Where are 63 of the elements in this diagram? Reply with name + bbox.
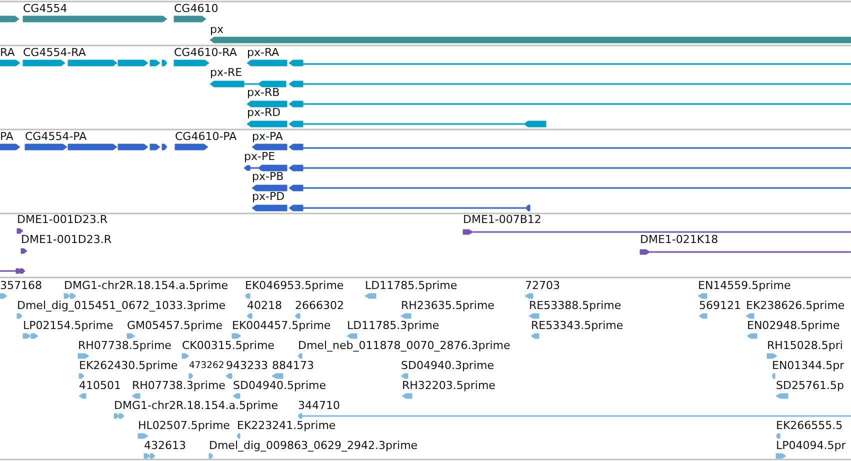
feature-label: 344710	[298, 400, 340, 412]
feature-label: EK266555.5	[776, 420, 843, 432]
feature-label: PA	[0, 131, 14, 143]
feature-label: CG4554-PA	[25, 131, 87, 143]
feature-label: Dmel_dig_009863_0629_2942.3prime	[209, 440, 418, 452]
feature-label: CG4554-RA	[23, 47, 86, 59]
feature-label: HL02507.5prime	[138, 420, 230, 432]
feature-label: RE53388.5prime	[529, 300, 622, 312]
feature-label: RH32203.5prime	[402, 380, 496, 392]
feature-label: 943233	[226, 360, 268, 372]
feature-label: EN01344.5pr	[772, 360, 844, 372]
feature-label: px-RB	[247, 87, 280, 99]
feature-label: LD11785.5prime	[365, 280, 458, 292]
feature-label: 473262	[189, 360, 224, 372]
feature-label: Dmel_neb_011878_0070_2876.3prime	[298, 340, 510, 352]
feature-label: RH07738.3prime	[132, 380, 226, 392]
feature-label: 357168	[0, 280, 42, 292]
feature-label: DME1-021K18	[640, 234, 718, 246]
feature-label: 884173	[272, 360, 314, 372]
feature-label: EK262430.5prime	[79, 360, 178, 372]
feature-label: 72703	[525, 280, 560, 292]
feature-label: 40218	[247, 300, 282, 312]
feature-label: EK238626.5prime	[746, 300, 845, 312]
feature-label: px-PE	[244, 151, 276, 163]
feature-label: DME1-001D23.R	[17, 214, 108, 226]
feature-label: EK223241.5prime	[237, 420, 336, 432]
feature-label: RH15028.5pri	[767, 340, 843, 352]
feature-label: EK046953.5prime	[245, 280, 344, 292]
feature-label: px-RD	[247, 107, 281, 119]
feature-label: CG4554	[23, 3, 68, 15]
feature-label: px-PD	[252, 191, 285, 203]
feature-label: 410501	[79, 380, 121, 392]
feature-label: Dmel_dig_015451_0672_1033.3prime	[17, 300, 226, 312]
feature-label: CK00315.5prime	[182, 340, 274, 352]
feature-label: 432613	[144, 440, 186, 452]
feature-label: DME1-001D23.R	[21, 234, 112, 246]
feature-label: RH07738.5prime	[78, 340, 172, 352]
feature-label: DMG1-chr2R.18.154.a.5prime	[64, 280, 228, 292]
feature-label: RA	[0, 47, 15, 59]
feature-label: CG4610-PA	[175, 131, 237, 143]
feature-label: RH23635.5prime	[401, 300, 494, 312]
feature-label: DME1-007B12	[463, 214, 542, 226]
feature-label: EK004457.5prime	[232, 320, 331, 332]
feature-label: px-RA	[247, 47, 280, 59]
feature-label: LP04094.5pr	[776, 440, 846, 452]
feature-label: SD04940.5prime	[233, 380, 326, 392]
feature-label: LP02154.5prime	[23, 320, 114, 332]
feature-label: CG4610-RA	[174, 47, 237, 59]
feature-label: GM05457.5prime	[127, 320, 223, 332]
feature-label: EN02948.5prime	[747, 320, 840, 332]
feature-label: LD11785.3prime	[347, 320, 440, 332]
feature-label: 569121	[699, 300, 741, 312]
feature-label: 2666302	[295, 300, 344, 312]
feature-label: SD04940.3prime	[401, 360, 494, 372]
feature-label: px	[210, 24, 224, 36]
feature-label: EN14559.5prime	[698, 280, 791, 292]
feature-label: px-RE	[210, 67, 242, 79]
feature-label: DMG1-chr2R.18.154.a.5prime	[114, 400, 278, 412]
feature-label: RE53343.5prime	[531, 320, 624, 332]
feature-label: SD25761.5p	[776, 380, 844, 392]
feature-label: CG4610	[174, 3, 218, 15]
feature-label: px-PA	[252, 131, 283, 143]
feature-label: px-PB	[252, 171, 284, 183]
